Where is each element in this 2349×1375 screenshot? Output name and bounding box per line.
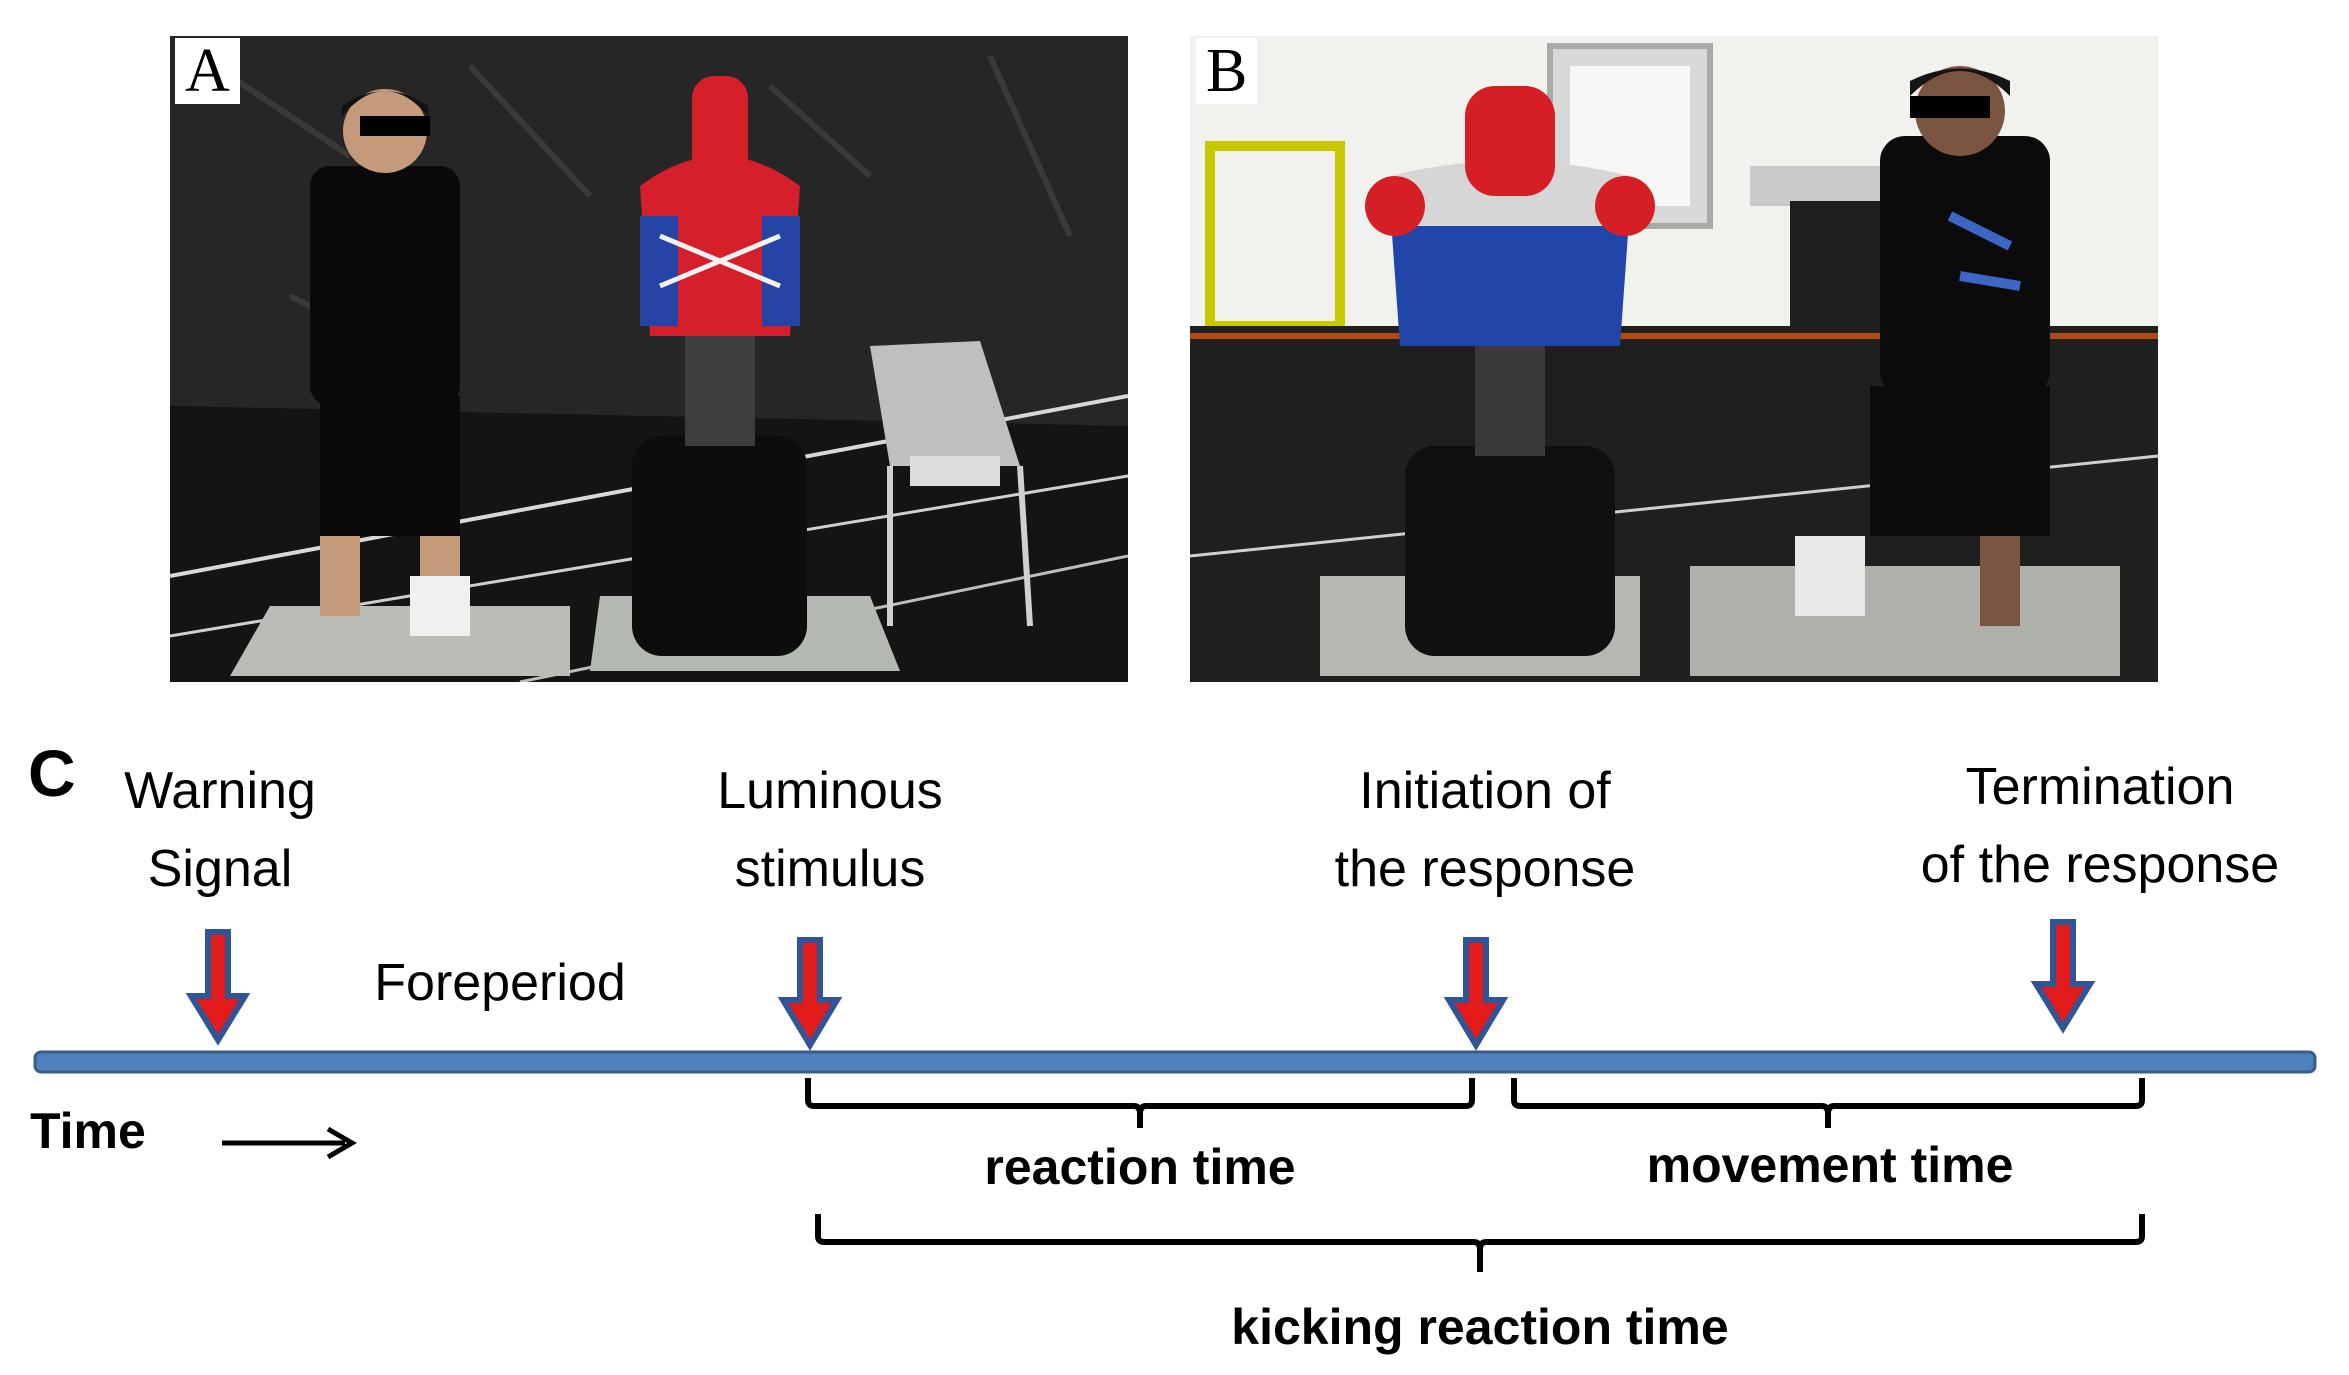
warning-signal-line1: Warning xyxy=(124,762,316,820)
movement-time-label: movement time xyxy=(1646,1137,2014,1193)
termination-response-label: Termination of the response xyxy=(1880,748,2320,904)
photo-panel-a xyxy=(170,36,1128,682)
movement-time-bracket xyxy=(1511,1078,2145,1128)
time-label: Time xyxy=(30,1103,146,1159)
panel-a-letter: A xyxy=(175,38,240,104)
initiation-response-label: Initiation of the response xyxy=(1290,752,1680,908)
termination-response-line2: of the response xyxy=(1920,836,2280,894)
timeline-diagram xyxy=(33,919,2317,1272)
panel-c-letter: C xyxy=(28,736,76,810)
reaction-time-label: reaction time xyxy=(984,1139,1296,1195)
initiation-response-line2: the response xyxy=(1334,840,1636,898)
initiation-arrow-icon xyxy=(1443,937,1509,1051)
stimulus-arrow-icon xyxy=(777,937,843,1051)
time-direction-arrow-icon xyxy=(222,1126,357,1160)
termination-response-line1: Termination xyxy=(1965,758,2235,816)
foreperiod-label: Foreperiod xyxy=(374,954,626,1012)
warning-signal-label: Warning Signal xyxy=(90,752,350,908)
luminous-stimulus-label: Luminous stimulus xyxy=(680,752,980,908)
kicking-reaction-time-label: kicking reaction time xyxy=(1231,1299,1729,1355)
luminous-stimulus-line2: stimulus xyxy=(734,840,926,898)
warning-signal-line2: Signal xyxy=(147,840,293,898)
photo-a-scene xyxy=(170,36,1128,682)
timeline-bar xyxy=(33,1050,2317,1074)
luminous-stimulus-line1: Luminous xyxy=(717,762,943,820)
photo-panel-b xyxy=(1190,36,2158,682)
warning-arrow-icon xyxy=(185,929,251,1046)
termination-arrow-icon xyxy=(2030,919,2096,1034)
reaction-time-bracket xyxy=(805,1078,1475,1128)
initiation-response-line1: Initiation of xyxy=(1359,762,1611,820)
kicking-reaction-time-bracket xyxy=(815,1214,2145,1272)
photo-b-scene xyxy=(1190,36,2158,682)
panel-b-letter: B xyxy=(1196,38,1258,104)
